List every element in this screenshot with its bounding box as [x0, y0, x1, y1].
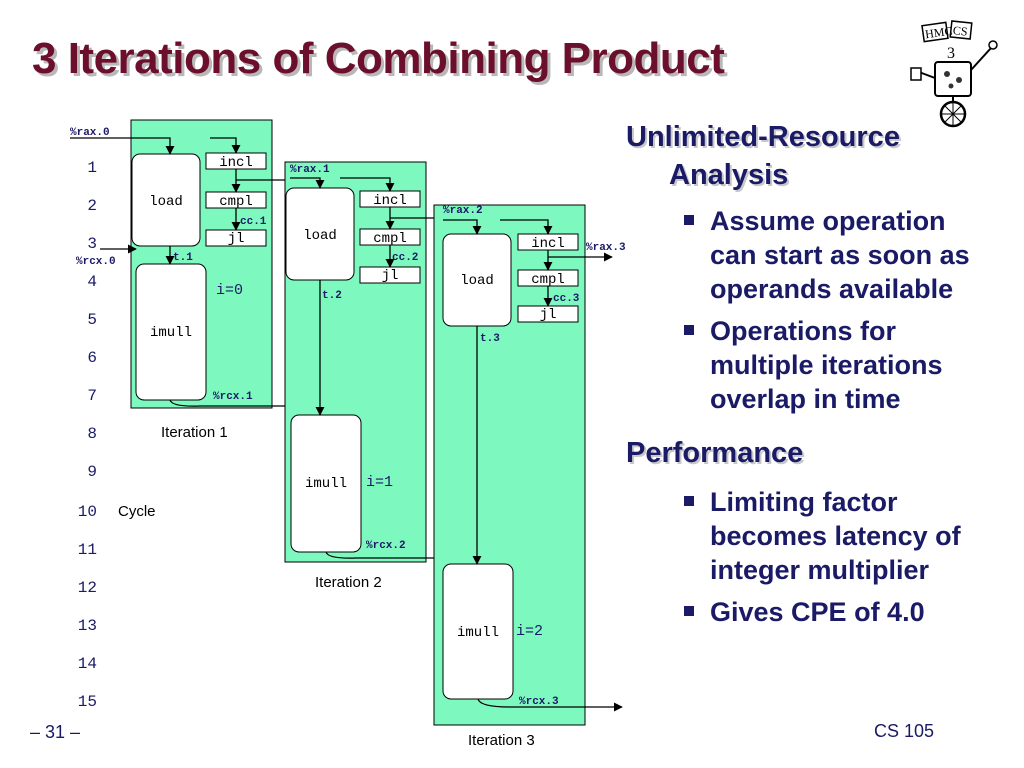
- bullet-line: overlap in time: [710, 384, 901, 414]
- bullet-line: integer multiplier: [710, 555, 930, 585]
- imull-op-label: imull: [457, 625, 499, 641]
- cycle-number: 10: [78, 503, 97, 521]
- cycle-number: 2: [87, 197, 97, 215]
- cycle-number: 11: [78, 541, 97, 559]
- cc-flag-label: cc.3: [553, 293, 580, 305]
- iteration-timing-diagram: 1 2 3 4 5 6 7 8 9 10 11 12 13 14 15 Cycl…: [70, 119, 626, 749]
- cycle-number: 4: [87, 273, 97, 291]
- course-label: CS 105: [874, 721, 935, 741]
- analysis-heading-line-1: Unlimited-Resource: [626, 121, 900, 153]
- bullet-square-icon: [684, 606, 694, 616]
- slide-title: 3 Iterations of Combining Product: [32, 34, 725, 83]
- cycle-number: 1: [87, 159, 97, 177]
- imull-op-label: imull: [150, 325, 192, 341]
- rcx-output-label: %rcx.2: [366, 540, 406, 552]
- bullet-line: becomes latency of: [710, 521, 961, 551]
- iteration-1-group: load imull incl cmpl jl %rax.0 %rcx.0 cc…: [70, 119, 315, 441]
- analysis-heading: Unlimited-Resource Analysis: [626, 118, 900, 194]
- jl-op-label: jl: [382, 268, 399, 284]
- iteration-3-group: load imull incl cmpl jl %rax.2 %rax.3 cc…: [433, 204, 626, 749]
- bullet-square-icon: [684, 496, 694, 506]
- bullet-line: operands available: [710, 274, 954, 304]
- analysis-heading-line-2: Analysis: [669, 159, 789, 191]
- cycle-number: 13: [78, 617, 97, 635]
- cmpl-op-label: cmpl: [219, 194, 253, 210]
- svg-text:3: 3: [947, 45, 955, 62]
- performance-heading: Performance: [626, 437, 804, 469]
- iteration-2-label: Iteration 2: [315, 574, 382, 591]
- jl-op-label: jl: [228, 231, 245, 247]
- svg-text:CS: CS: [952, 23, 968, 38]
- bullet-square-icon: [684, 215, 694, 225]
- cc-flag-label: cc.1: [240, 216, 267, 228]
- rcx-input-label: %rcx.0: [76, 256, 116, 268]
- cycle-number: 15: [78, 693, 97, 711]
- jl-op-label: jl: [540, 307, 557, 323]
- load-op-label: load: [303, 228, 337, 244]
- bullet-line: Assume operation: [710, 206, 946, 236]
- bullet-line: can start as soon as: [710, 240, 970, 270]
- load-op-label: load: [460, 273, 494, 289]
- svg-text:HMC: HMC: [924, 24, 953, 42]
- performance-bullet-1: Limiting factor becomes latency of integ…: [684, 485, 961, 587]
- analysis-bullet-1: Assume operation can start as soon as op…: [684, 204, 970, 306]
- bullet-line: Gives CPE of 4.0: [710, 597, 925, 627]
- analysis-bullet-2: Operations for multiple iterations overl…: [684, 314, 943, 416]
- rax-input-label: %rax.2: [443, 205, 483, 217]
- cycle-number: 6: [87, 349, 97, 367]
- iteration-1-label: Iteration 1: [161, 424, 228, 441]
- bullet-line: Operations for: [710, 316, 897, 346]
- rcx-output-label: %rcx.1: [213, 391, 253, 403]
- incl-op-label: incl: [531, 236, 565, 252]
- incl-op-label: incl: [219, 155, 253, 171]
- incl-op-label: incl: [373, 193, 407, 209]
- cycle-number: 7: [87, 387, 97, 405]
- bullet-line: Limiting factor: [710, 487, 898, 517]
- page-number: – 31 –: [30, 722, 81, 742]
- temp-value-label: t.3: [480, 333, 500, 345]
- bullet-line: multiple iterations: [710, 350, 943, 380]
- cycle-number: 8: [87, 425, 97, 443]
- cycle-number: 3: [87, 235, 97, 253]
- rax-input-label: %rax.1: [290, 164, 330, 176]
- temp-value-label: t.1: [173, 252, 193, 264]
- temp-value-label: t.2: [322, 290, 342, 302]
- load-op-label: load: [149, 194, 183, 210]
- iteration-3-label: Iteration 3: [468, 732, 535, 749]
- performance-bullet-2: Gives CPE of 4.0: [684, 595, 925, 629]
- rax-input-label: %rax.0: [70, 127, 110, 139]
- cc-flag-label: cc.2: [392, 252, 418, 264]
- hmc-cs-logo-icon: HMC CS 3: [910, 20, 998, 128]
- cycle-number: 12: [78, 579, 97, 597]
- iteration-2-group: load imull incl cmpl jl %rax.1 cc.2 t.2 …: [284, 161, 467, 591]
- iteration-index-label: i=1: [366, 474, 393, 491]
- bullet-square-icon: [684, 325, 694, 335]
- cmpl-op-label: cmpl: [373, 231, 407, 247]
- iteration-index-label: i=0: [216, 282, 243, 299]
- cycle-number: 9: [87, 463, 97, 481]
- rcx-output-label: %rcx.3: [519, 696, 559, 708]
- cycle-number: 14: [78, 655, 97, 673]
- imull-op-label: imull: [305, 476, 347, 492]
- iteration-index-label: i=2: [516, 623, 543, 640]
- cmpl-op-label: cmpl: [531, 272, 565, 288]
- rax-output-label: %rax.3: [586, 242, 626, 254]
- cycle-axis-label: Cycle: [118, 503, 156, 520]
- cycle-number: 5: [87, 311, 97, 329]
